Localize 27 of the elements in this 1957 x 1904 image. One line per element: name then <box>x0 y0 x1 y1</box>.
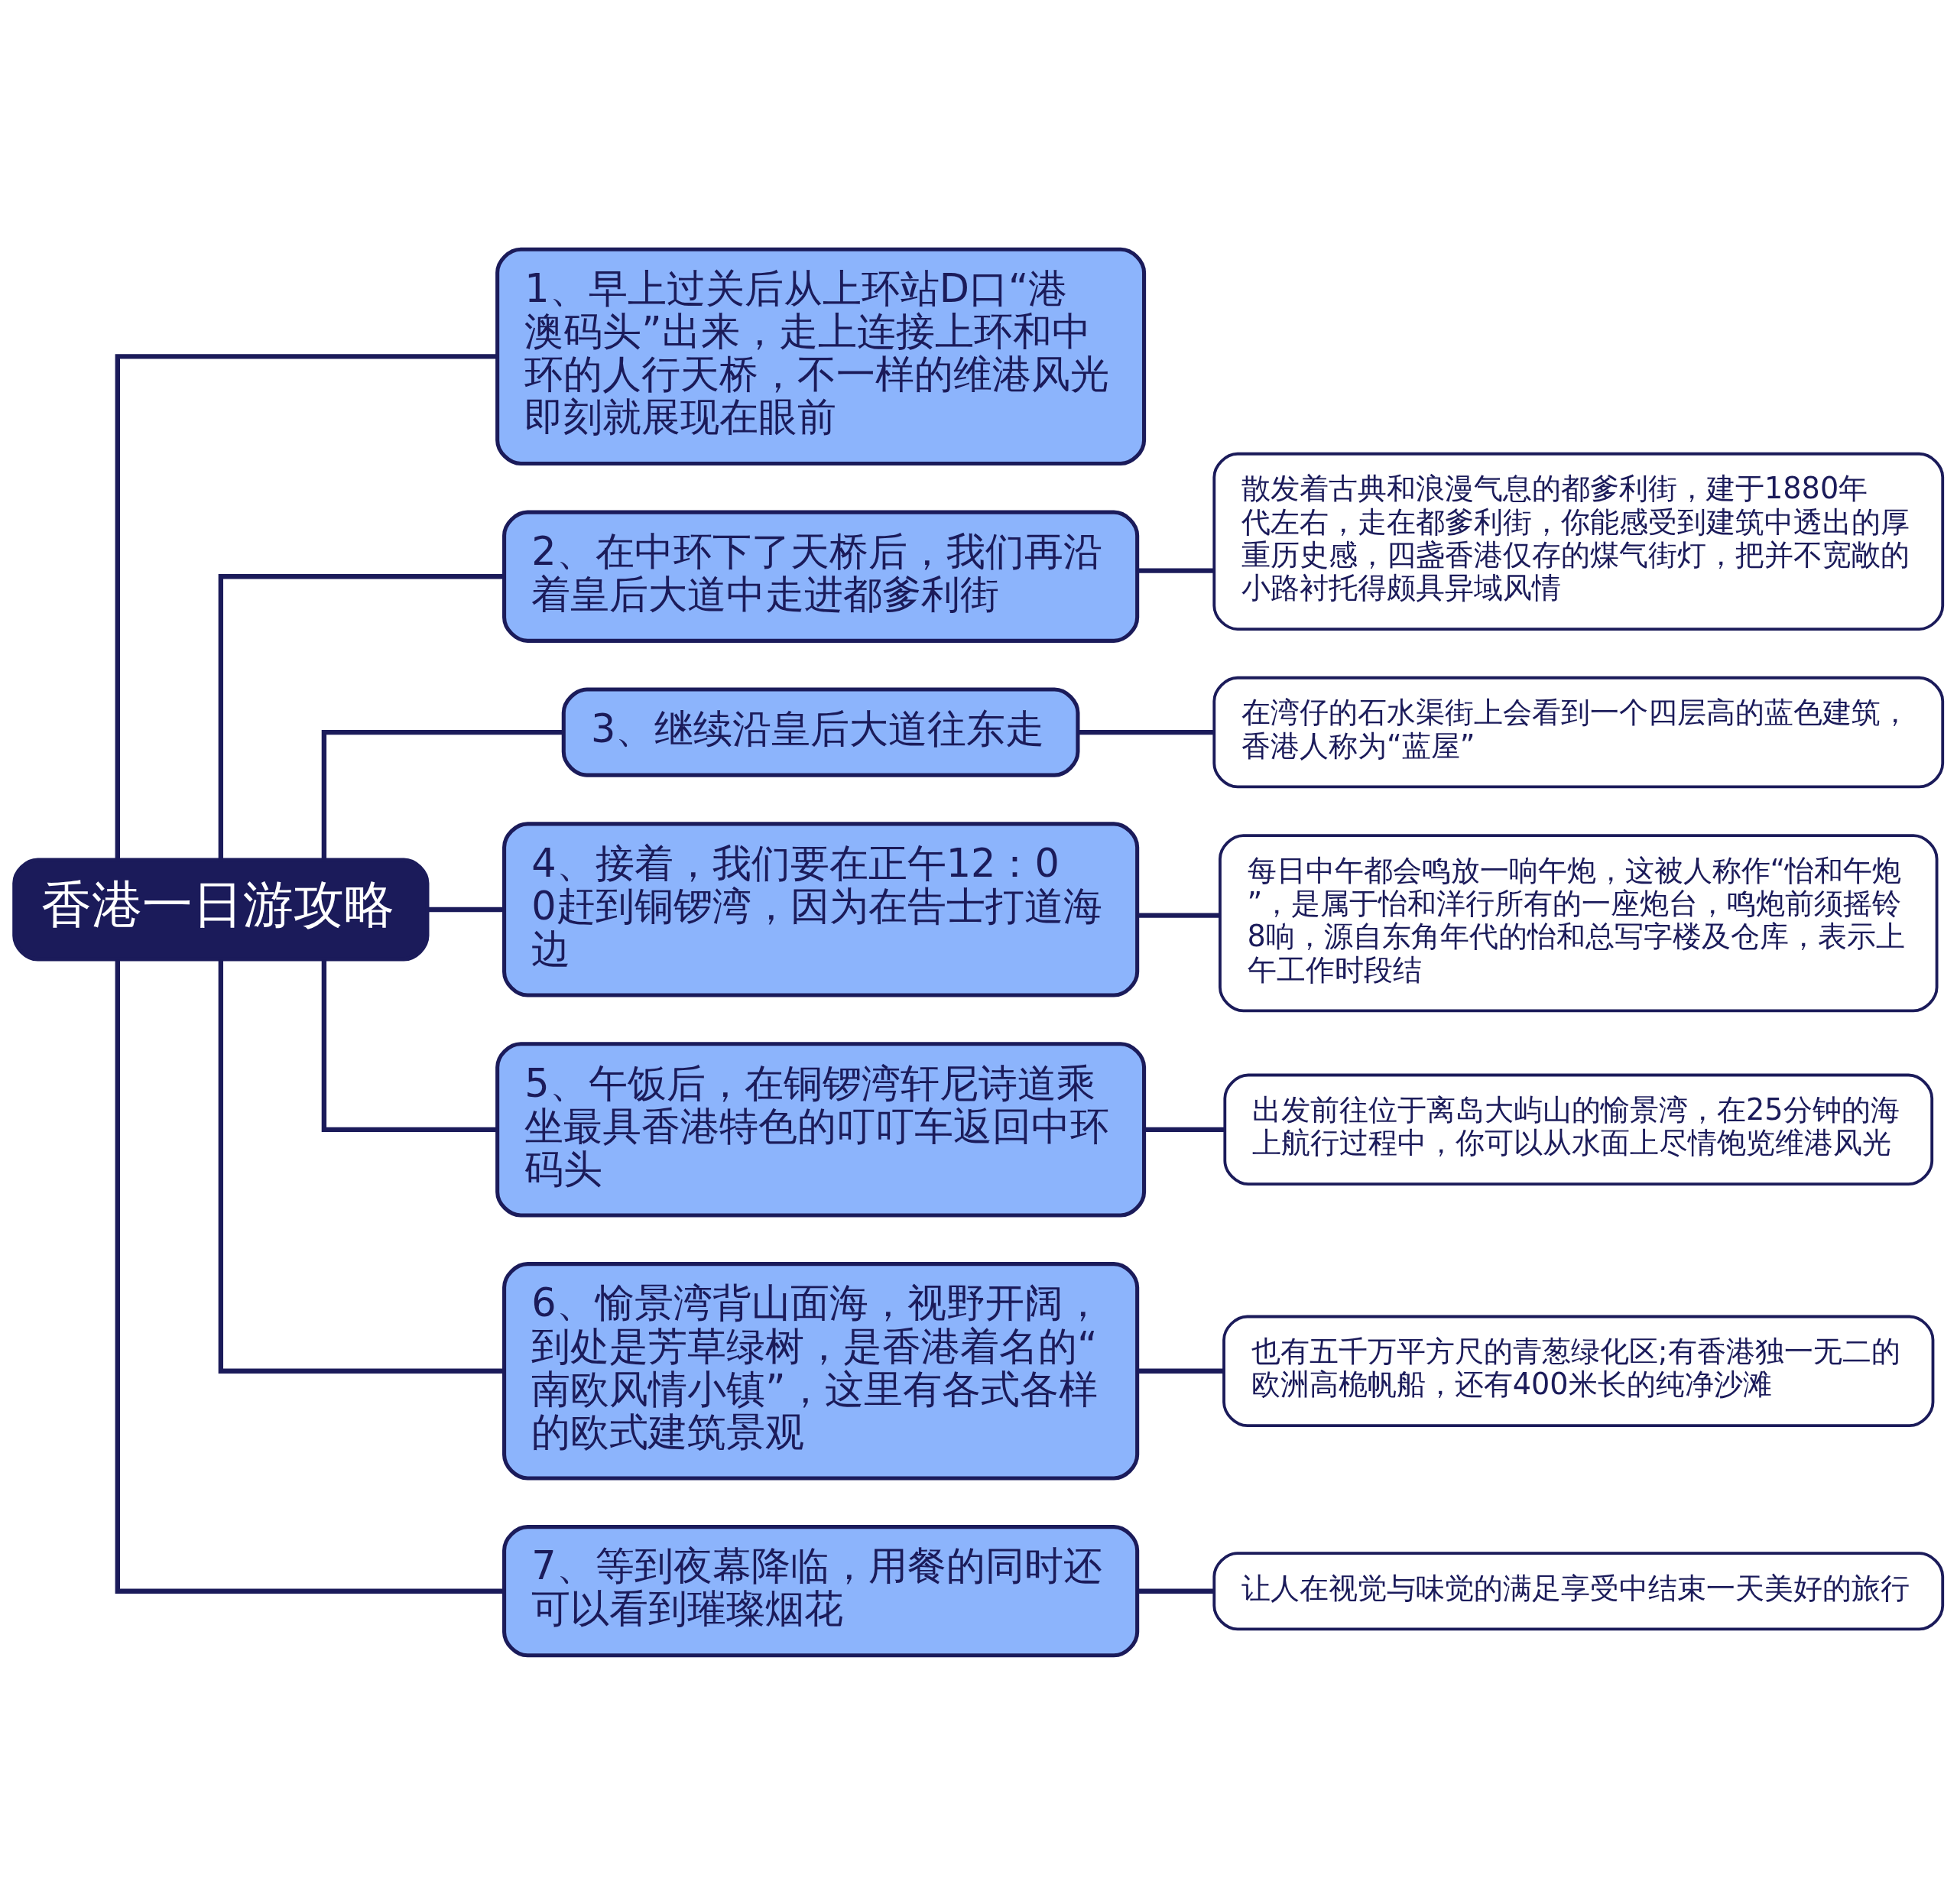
node-box: 3、继续沿皇后大道往东走 <box>561 687 1080 777</box>
connector <box>1138 567 1214 573</box>
connector <box>1078 729 1215 735</box>
node-box: 6、愉景湾背山面海，视野开阔，到处是芳草绿树，是香港着名的“南欧风情小镇”，这里有各式各样的欧式建筑景观 <box>502 1261 1140 1480</box>
node-box: 出发前往位于离岛大屿山的愉景湾，在25分钟的海上航行过程中，你可以从水面上尽情饱览维港风光 <box>1223 1073 1934 1186</box>
connector <box>1138 1368 1224 1374</box>
connector <box>218 573 505 860</box>
node-box: 2、在中环下了天桥后，我们再沿着皇后大道中走进都爹利街 <box>502 510 1140 643</box>
connector <box>115 353 498 859</box>
node-box: 香港一日游攻略 <box>12 857 430 961</box>
node-box: 在湾仔的石水渠街上会看到一个四层高的蓝色建筑，香港人称为“蓝屋” <box>1212 676 1945 788</box>
connector <box>115 959 505 1594</box>
connector <box>1144 1127 1225 1132</box>
connector <box>321 729 563 859</box>
connector <box>428 907 504 912</box>
node-box: 5、午饭后，在铜锣湾轩尼诗道乘坐最具香港特色的叮叮车返回中环码头 <box>495 1041 1147 1217</box>
connector <box>1138 912 1220 918</box>
node-box: 让人在视觉与味觉的满足享受中结束一天美好的旅行 <box>1212 1551 1945 1630</box>
connector <box>1138 1588 1214 1594</box>
node-box: 也有五千万平方尺的青葱绿化区;有香港独一无二的欧洲高桅帆船，还有400米长的纯净沙滩 <box>1222 1315 1935 1427</box>
node-box: 4、接着，我们要在正午12：00赶到铜锣湾，因为在告士打道海边 <box>502 821 1140 997</box>
node-box: 1、早上过关后从上环站D口“港澳码头”出来，走上连接上环和中环的人行天桥，不一样的维港风光即刻就展现在眼前 <box>495 247 1147 465</box>
node-box: 散发着古典和浪漫气息的都爹利街，建于1880年代左右，走在都爹利街，你能感受到建筑中透出的厚重历史感，四盏香港仅存的煤气街灯，把并不宽敞的小路衬托得颇具异域风情 <box>1212 452 1945 631</box>
node-box: 7、等到夜幕降临，用餐的同时还可以看到璀璨烟花 <box>502 1524 1140 1657</box>
connector <box>218 959 505 1374</box>
connector <box>321 958 498 1132</box>
node-box: 每日中午都会鸣放一响午炮，这被人称作“怡和午炮”，是属于怡和洋行所有的一座炮台，鸣炮前须摇铃8响，源自东角年代的怡和总写字楼及仓库，表示上午工作时段结 <box>1219 833 1939 1012</box>
